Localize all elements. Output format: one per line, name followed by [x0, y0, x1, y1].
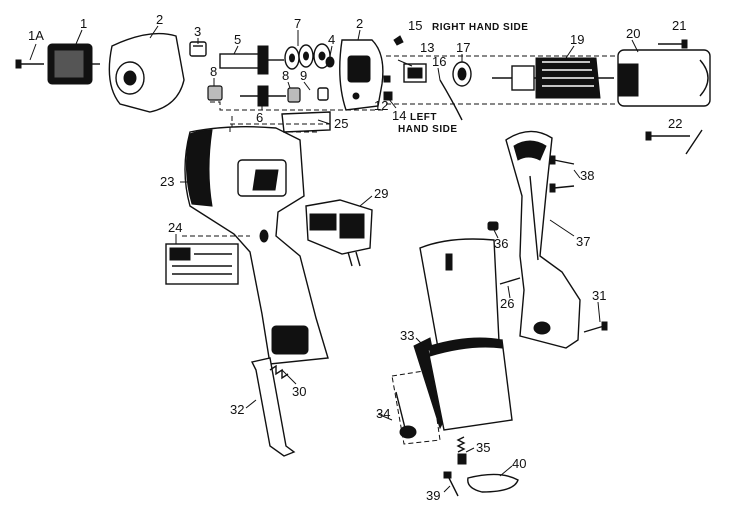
spring-part-16: [439, 79, 463, 121]
bearing-part-8-left: [207, 85, 223, 101]
leader-lines: [29, 25, 639, 493]
label-part-31: 31: [592, 288, 606, 303]
bearing-part-9: [317, 87, 329, 101]
motor-housing-part-20: [617, 49, 711, 107]
label-part-3: 3: [194, 24, 201, 39]
label-part-34: 34: [376, 406, 390, 421]
label-part-40: 40: [512, 456, 526, 471]
label-part-2-gear-plate: 2: [356, 16, 363, 31]
brush-part-13: [403, 63, 427, 83]
screw-part-31: [583, 321, 608, 333]
screw-part-22: [645, 131, 690, 141]
spring-part-35: [456, 436, 467, 465]
label-part-9: 9: [300, 68, 307, 83]
label-part-5: 5: [234, 32, 241, 47]
screw-part-39: [443, 471, 459, 497]
label-part-24: 24: [168, 220, 182, 235]
label-part-15: 15: [408, 18, 422, 33]
label-part-22: 22: [668, 116, 682, 131]
label-part-8-right: 8: [282, 68, 289, 83]
battery-pack-part-33: [413, 238, 513, 431]
label-part-14: 14: [392, 108, 406, 123]
label-part-29: 29: [374, 186, 388, 201]
screws-part-38: [549, 155, 575, 193]
spindle-part-5: [219, 45, 284, 75]
latch-part-40: [467, 473, 519, 493]
label-part-8-left: 8: [210, 64, 217, 79]
armature-part-19: [492, 57, 614, 99]
gear-part-6: [240, 85, 286, 107]
screw-1a: [15, 59, 44, 69]
label-part-7: 7: [294, 16, 301, 31]
label-part-21: 21: [672, 18, 686, 33]
washers-part-7: [284, 43, 331, 70]
label-part-35: 35: [476, 440, 490, 455]
label-part-1: 1: [80, 16, 87, 31]
bearing-part-8-right: [287, 87, 301, 103]
label-strip-part-25: [281, 111, 331, 133]
switch-part-29: [305, 199, 373, 267]
label-part-20: 20: [626, 26, 640, 41]
label-part-23: 23: [160, 174, 174, 189]
label-part-30: 30: [292, 384, 306, 399]
label-part-33: 33: [400, 328, 414, 343]
screw-part-15: [393, 35, 404, 46]
pin-part-36: [487, 221, 499, 231]
handle-housing-part-23: [184, 125, 329, 365]
handle-half-part-37: [505, 130, 581, 349]
label-part-2-gear-case: 2: [156, 12, 163, 27]
label-part-16: 16: [432, 54, 446, 69]
label-part-39: 39: [426, 488, 440, 503]
washer-part-4: [325, 56, 335, 68]
note-left-hand-side-line1: LEFT: [410, 112, 437, 123]
note-right-hand-side: RIGHT HAND SIDE: [432, 22, 528, 33]
label-part-6: 6: [256, 110, 263, 125]
label-part-38: 38: [580, 168, 594, 183]
battery-clip-part-32: [250, 357, 296, 457]
label-part-19: 19: [570, 32, 584, 47]
label-part-25: 25: [334, 116, 348, 131]
gear-plate-part-2: [339, 39, 384, 111]
label-part-1a: 1A: [28, 28, 44, 43]
chuck-part-1: [47, 43, 100, 85]
nameplate-part-24: [165, 243, 239, 285]
bearing-part-17: [452, 61, 472, 87]
brush-holder-part-12: [383, 75, 393, 101]
terminal-part-34: [395, 391, 417, 439]
gear-case-part-2: [108, 32, 185, 113]
label-part-13: 13: [420, 40, 434, 55]
label-part-12: 12: [374, 98, 388, 113]
label-part-4: 4: [328, 32, 335, 47]
label-part-26: 26: [500, 296, 514, 311]
clip-part-22: [685, 129, 703, 155]
spring-part-30: [269, 364, 289, 380]
label-part-17: 17: [456, 40, 470, 55]
bearing-part-3: [189, 41, 207, 57]
note-left-hand-side-line2: HAND SIDE: [398, 124, 458, 135]
screw-part-21: [658, 39, 688, 49]
label-part-32: 32: [230, 402, 244, 417]
label-part-37: 37: [576, 234, 590, 249]
clip-part-26: [499, 277, 521, 285]
label-part-36: 36: [494, 236, 508, 251]
